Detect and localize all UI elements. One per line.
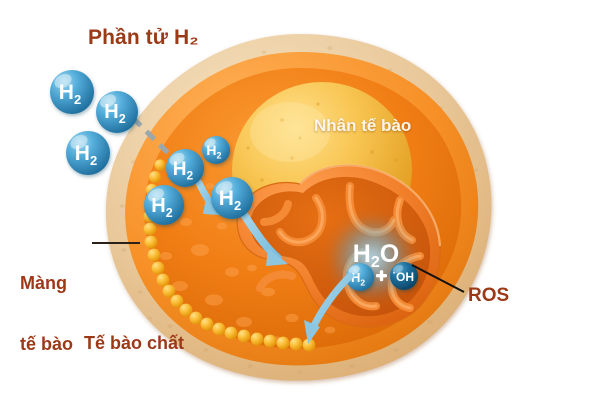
diffusion-arrow-group — [195, 179, 288, 266]
label-cell-membrane: Màng tế bào — [20, 233, 73, 394]
h2-molecule-inside-3: H2 — [211, 177, 253, 219]
ros-leader-line — [411, 264, 465, 293]
label-cell-membrane-line1: Màng — [20, 273, 67, 294]
water-reaction-group: H2O H2 ˙OH — [304, 214, 418, 344]
label-ros: ROS — [468, 285, 510, 306]
svg-text:˙OH: ˙OH — [392, 270, 414, 284]
plus-sign — [376, 270, 387, 282]
hydroxyl-radical-molecule: ˙OH — [390, 262, 418, 290]
h2-molecule-group-inside: H2 H2 H2 H2 — [144, 136, 253, 225]
leader-line-group — [92, 241, 465, 293]
page-title: Phần tử H₂ — [88, 26, 199, 49]
h2-molecule-outside-3: H2 — [66, 131, 110, 175]
h2-molecule-outside-1: H2 — [50, 70, 94, 114]
h2-molecule-inside-2: H2 — [144, 185, 184, 225]
h2-molecule-outside-2: H2 — [96, 91, 138, 133]
label-cell-membrane-line2: tế bào — [20, 333, 74, 354]
h2-molecule-inside-1: H2 — [166, 149, 204, 187]
h2-molecule-inside-small: H2 — [202, 136, 230, 164]
h2-molecule-group-outside: H2 H2 H2 — [50, 70, 138, 175]
label-cytoplasm: Tế bào chất — [84, 333, 185, 353]
product-h2-molecule: H2 — [346, 263, 374, 291]
label-nucleus: Nhân tế bào — [314, 116, 412, 135]
